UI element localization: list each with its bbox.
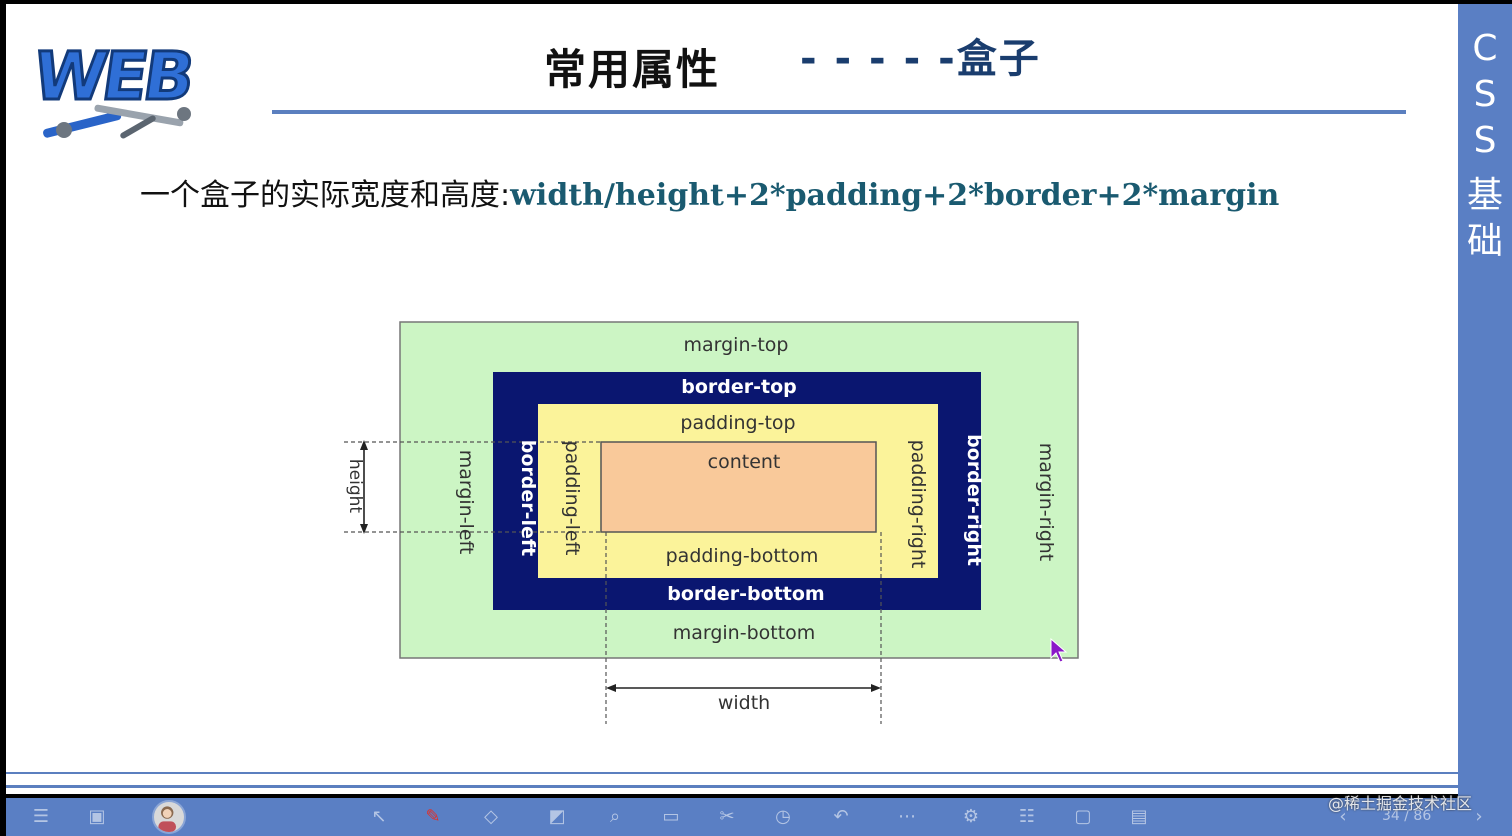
content-area (600, 441, 877, 533)
shape-icon[interactable]: ◩ (548, 806, 566, 827)
web-logo: WEB (27, 34, 209, 146)
zoom-icon[interactable]: ⌕ (609, 806, 621, 827)
pointer-icon[interactable]: ↖ (371, 806, 387, 827)
padding-right-label: padding-right (907, 440, 929, 569)
box-size-formula: 一个盒子的实际宽度和高度:width/height+2*padding+2*bo… (140, 170, 1279, 214)
more-icon[interactable]: ⋯ (898, 806, 916, 827)
footer-divider-thin (6, 772, 1458, 774)
prev-icon[interactable]: ‹ (1339, 806, 1347, 827)
sidebar-char: 础 (1466, 221, 1503, 262)
page-title-suffix: - - - - -盒子 (800, 36, 1041, 82)
pen-icon[interactable]: ✎ (425, 806, 441, 827)
page-number: 34 / 86 (1382, 808, 1432, 824)
sidebar-char: C (1472, 28, 1498, 69)
scissors-icon[interactable]: ✂ (719, 806, 735, 827)
next-icon[interactable]: › (1475, 806, 1483, 827)
slide-canvas: WEB 常用属性 - - - - -盒子 一个盒子的实际宽度和高度:width/… (6, 4, 1458, 794)
box-model-diagram: margin-top margin-bottom border-top bord… (344, 321, 1079, 724)
sidebar-char: 基 (1466, 175, 1503, 216)
page-title: 常用属性 (544, 45, 721, 94)
border-bottom-label: border-bottom (667, 583, 824, 605)
tools-icon (43, 104, 191, 139)
sidebar-char: S (1473, 120, 1497, 161)
lock-icon[interactable]: ▤ (1130, 806, 1148, 827)
margin-left-label: margin-left (455, 450, 477, 555)
menu-icon[interactable]: ☰ (32, 806, 50, 827)
clock-icon[interactable]: ◷ (775, 806, 791, 827)
formula-expression: width/height+2*padding+2*border+2*margin (510, 178, 1280, 213)
settings-icon[interactable]: ⚙ (962, 806, 980, 827)
footer-divider-thick (6, 785, 1458, 788)
border-top-label: border-top (681, 376, 797, 398)
width-label: width (718, 692, 770, 714)
screen-icon[interactable]: ▭ (662, 806, 680, 827)
watermark: @稀土掘金技术社区 (1328, 794, 1473, 813)
margin-top-label: margin-top (683, 334, 788, 356)
presentation-toolbar: ☰ ▣ ↖ ✎ ◇ ◩ ⌕ ▭ ✂ ◷ ↶ ⋯ ⚙ ☷ ▢ ▤ ‹ 34 / 8… (6, 798, 1483, 836)
border-right-label: border-right (963, 434, 985, 566)
undo-icon[interactable]: ↶ (833, 806, 849, 827)
eraser-icon[interactable]: ◇ (484, 806, 498, 827)
thumbnail-icon[interactable]: ▣ (88, 806, 106, 827)
padding-top-label: padding-top (680, 412, 795, 434)
notes-icon[interactable]: ☷ (1018, 806, 1036, 827)
border-left-label: border-left (517, 440, 539, 557)
avatar[interactable] (152, 800, 186, 834)
mouse-cursor-icon (1050, 638, 1068, 663)
formula-prefix: 一个盒子的实际宽度和高度: (140, 178, 511, 213)
padding-bottom-label: padding-bottom (666, 545, 819, 567)
title-divider (272, 110, 1406, 114)
padding-left-label: padding-left (561, 441, 583, 556)
sidebar-char: S (1473, 74, 1497, 115)
margin-right-label: margin-right (1035, 443, 1057, 562)
section-sidebar: C S S 基 础 (1458, 4, 1512, 836)
monitor-icon[interactable]: ▢ (1074, 806, 1092, 827)
height-label: height (345, 459, 365, 514)
content-label: content (708, 451, 781, 473)
margin-bottom-label: margin-bottom (673, 622, 816, 644)
